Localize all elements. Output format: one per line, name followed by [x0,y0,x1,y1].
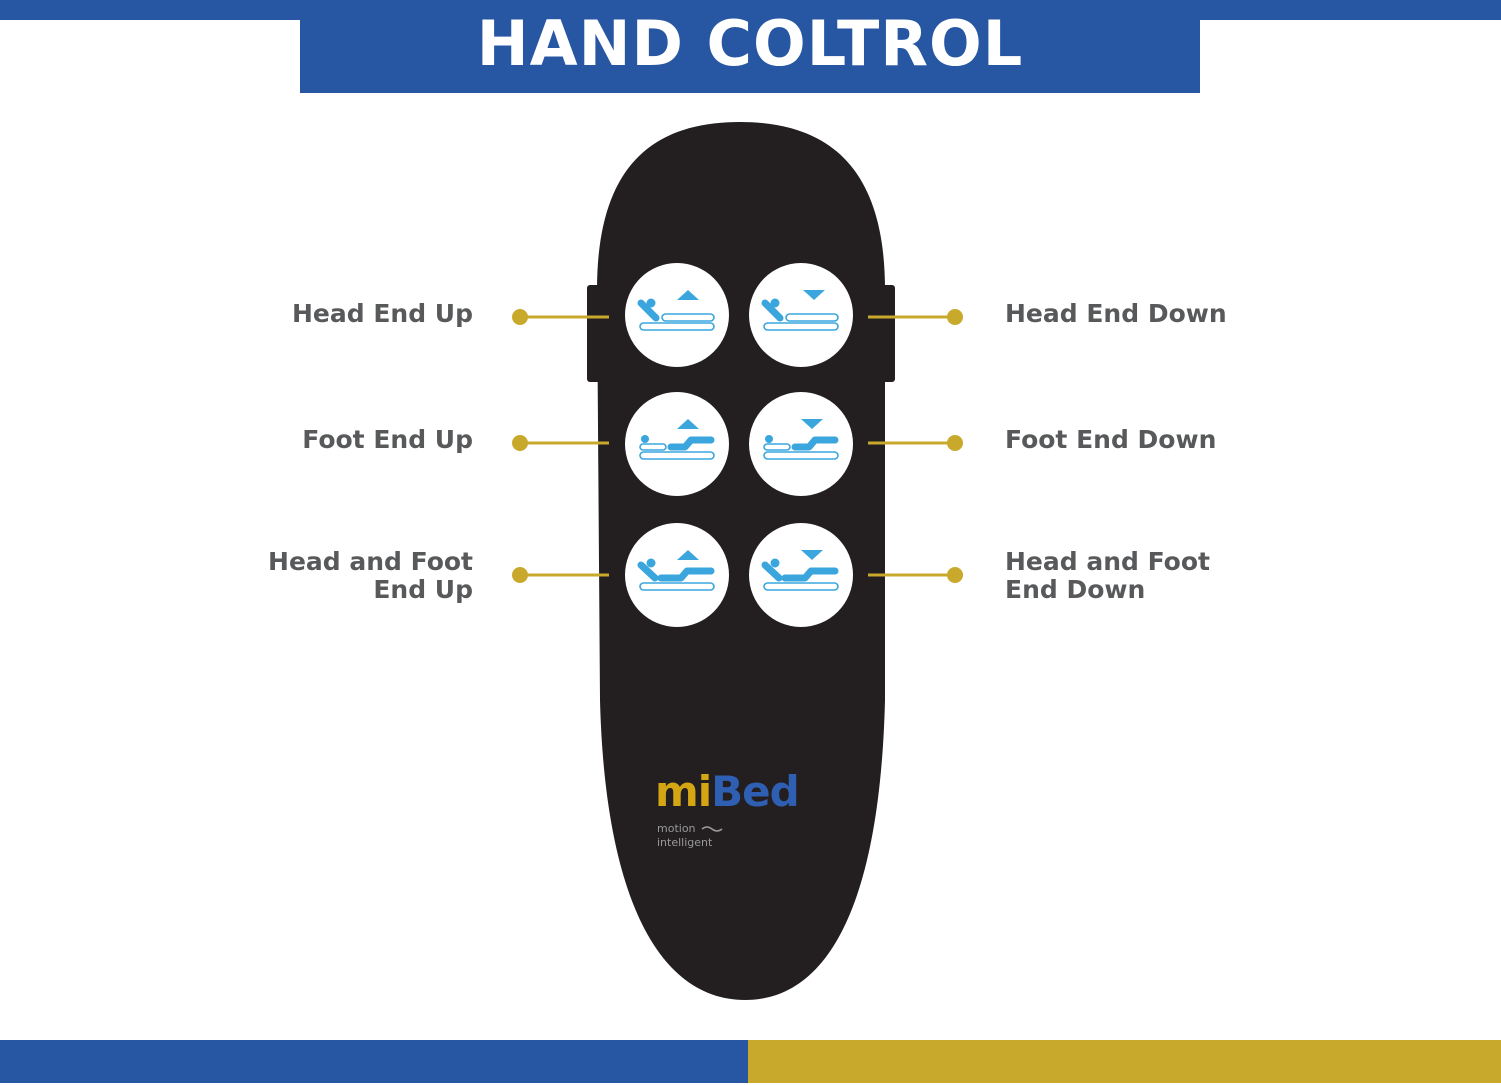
leader-dot [512,435,528,451]
head-up-icon [637,290,715,331]
foot-down-icon [763,419,839,460]
label-head-end-down: Head End Down [1005,299,1227,328]
logo-bed: Bed [711,767,799,816]
label-line: End Up [373,575,473,604]
leader-dot [947,435,963,451]
label-foot-end-down: Foot End Down [1005,425,1217,454]
head-end-up-button[interactable] [625,263,729,367]
footer-bar-gold [748,1040,1501,1083]
logo-tagline-1: motion [657,822,696,835]
foot-end-up-button[interactable] [625,392,729,496]
head-end-down-button[interactable] [749,263,853,367]
head-foot-up-icon [637,550,715,591]
logo-mi: mi [655,767,711,816]
page-title: HAND COLTROL [476,7,1024,80]
label-head-and-foot-end-down: Head and Foot End Down [1005,548,1210,604]
leader-dot [512,309,528,325]
logo-wordmark: miBed [655,767,799,816]
label-line: Head and Foot [268,547,473,576]
leader-dot [947,567,963,583]
footer-bar-blue [0,1040,748,1083]
leader-dot [947,309,963,325]
label-line: End Down [1005,575,1146,604]
label-line: Head and Foot [1005,547,1210,576]
leader-dot [512,567,528,583]
head-down-icon [761,290,839,331]
logo-tagline-2: intelligent [657,836,713,849]
head-and-foot-end-up-button[interactable] [625,523,729,627]
foot-end-down-button[interactable] [749,392,853,496]
label-head-and-foot-end-up: Head and Foot End Up [268,548,473,604]
head-foot-down-icon [761,550,839,591]
title-banner: HAND COLTROL [300,0,1200,93]
foot-up-icon [639,419,715,460]
mibed-logo: miBed motion intelligent [655,767,800,849]
label-foot-end-up: Foot End Up [302,425,473,454]
head-and-foot-end-down-button[interactable] [749,523,853,627]
label-head-end-up: Head End Up [291,299,473,328]
